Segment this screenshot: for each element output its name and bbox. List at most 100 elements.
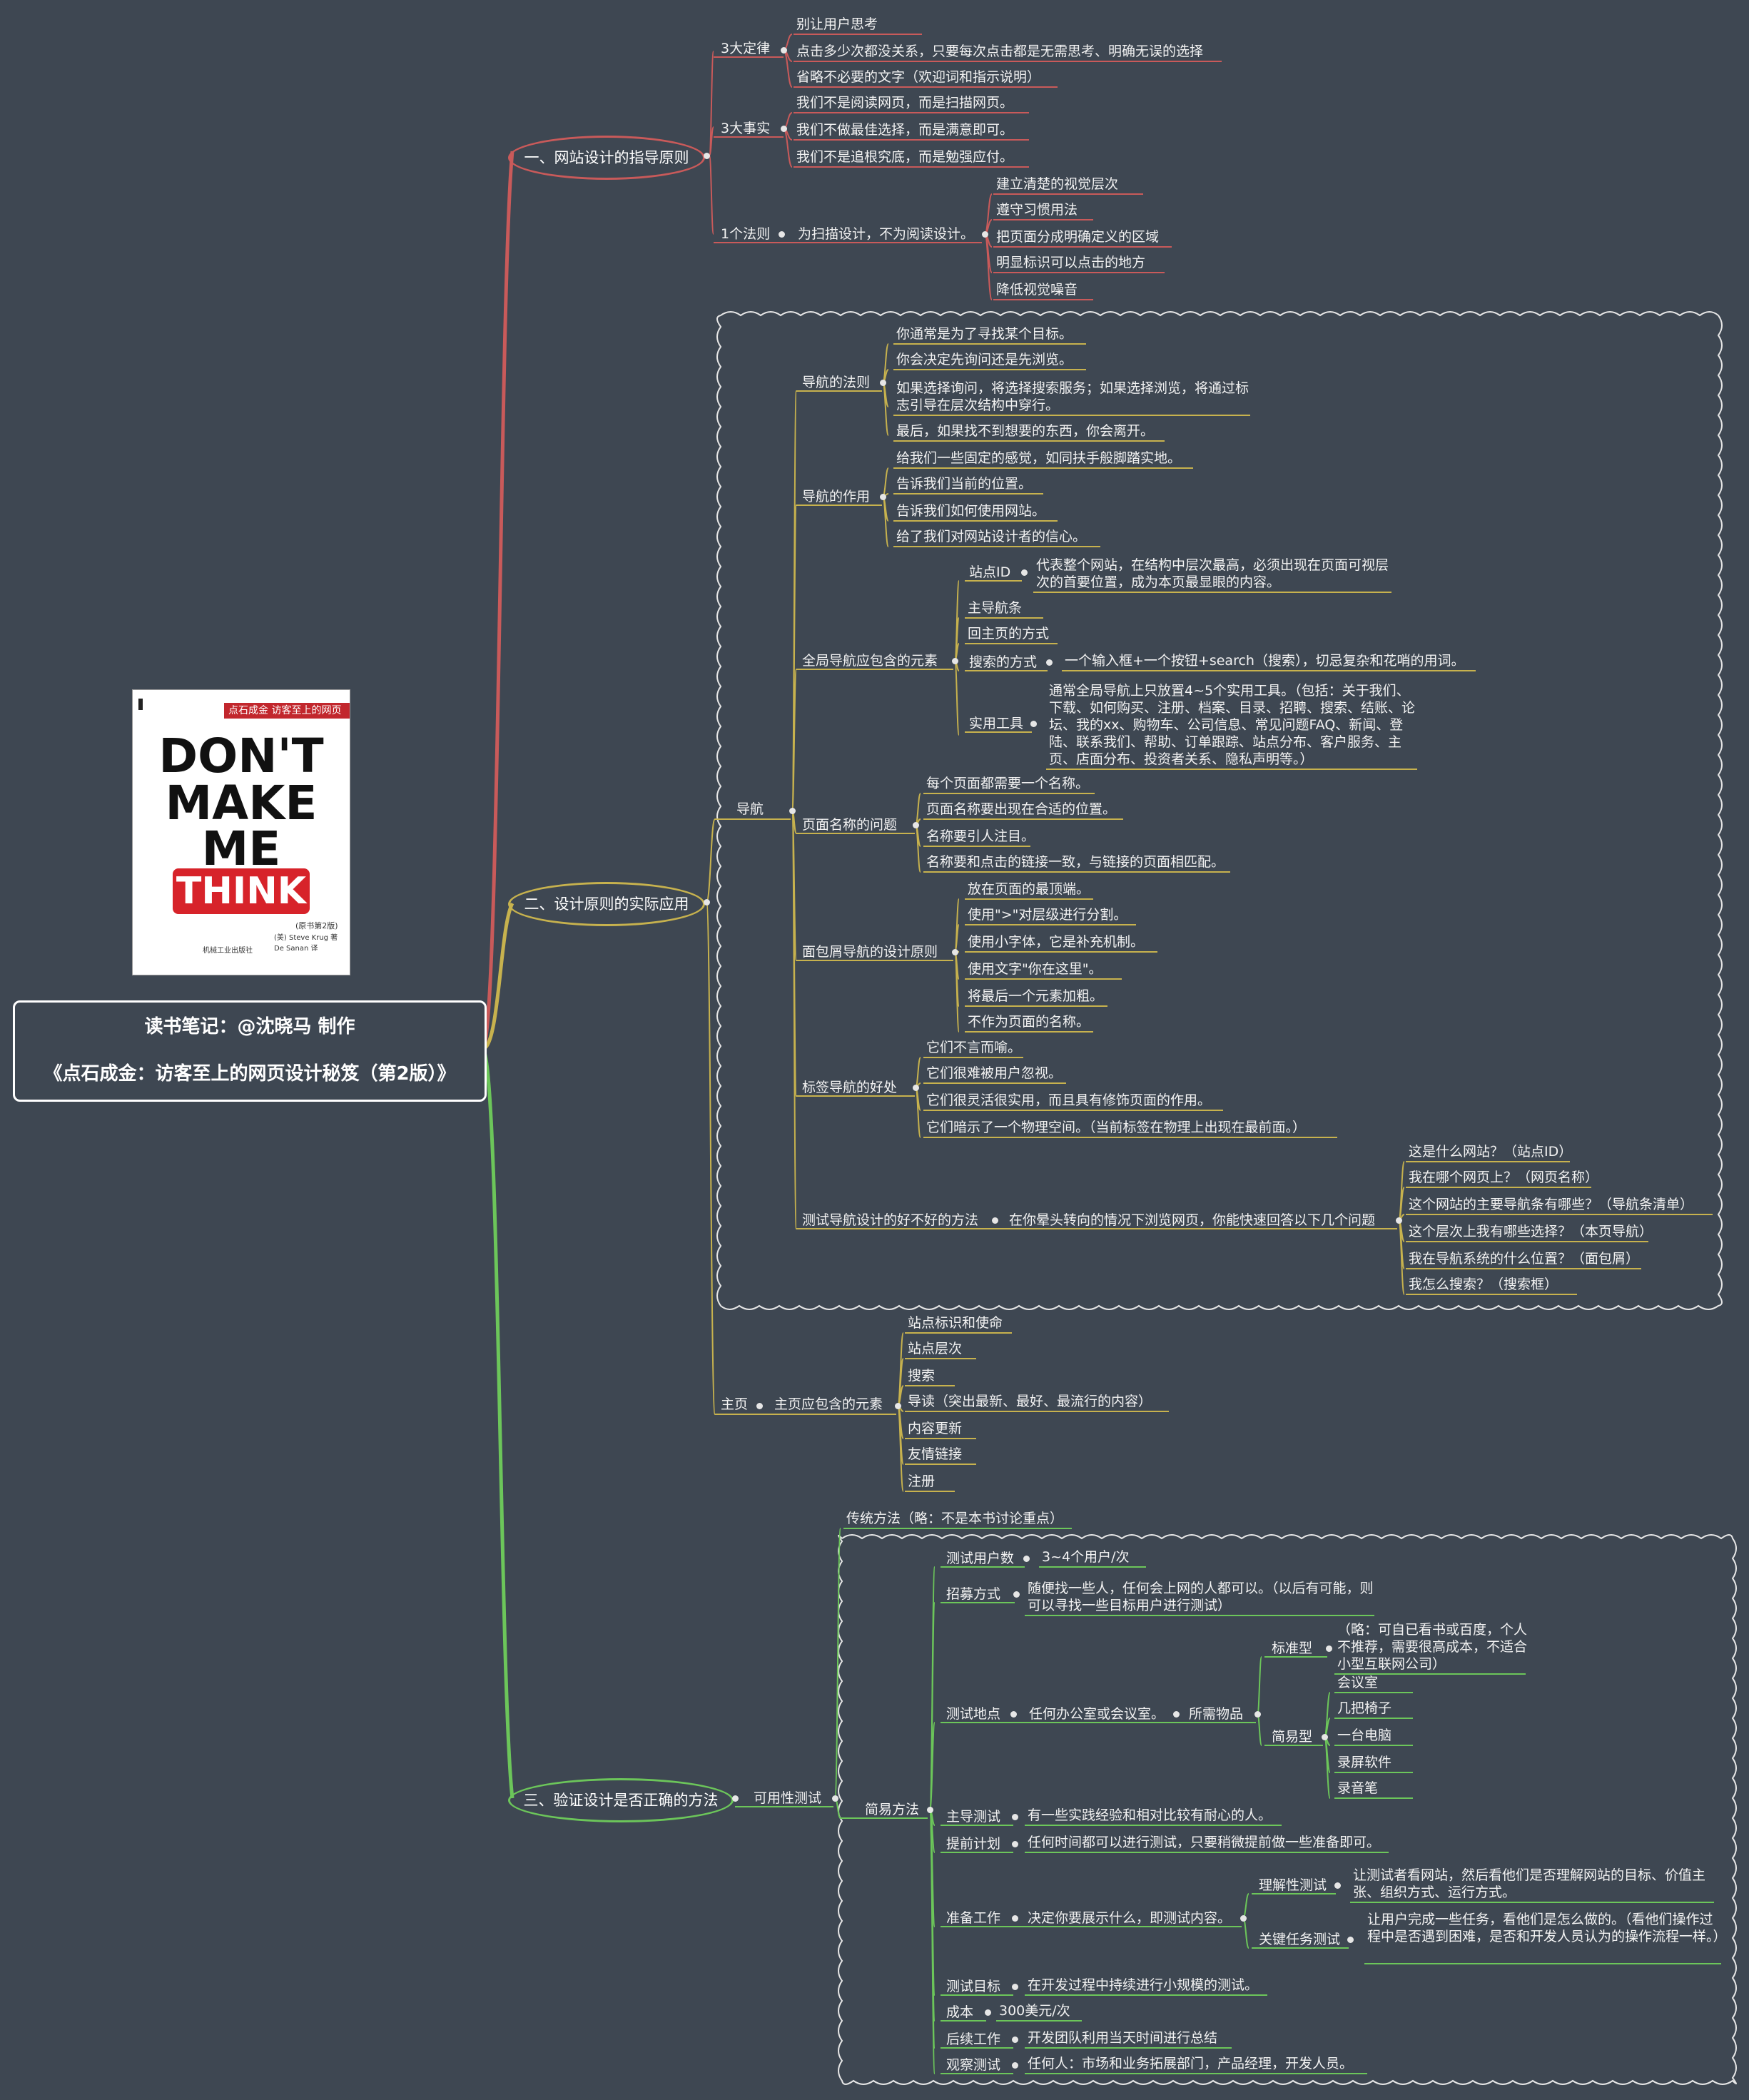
test-nav-main[interactable]: 在你晕头转向的情况下浏览网页，你能快速回答以下几个问题 [1009, 1212, 1376, 1228]
users-label[interactable]: 测试用户数 [946, 1551, 1015, 1566]
node-handle[interactable] [1012, 1915, 1018, 1922]
home-item[interactable]: 站点层次 [908, 1341, 963, 1356]
nav-role-item[interactable]: 告诉我们如何使用网站。 [896, 503, 1046, 519]
node-handle[interactable] [1396, 1217, 1402, 1224]
node-handle[interactable] [880, 380, 886, 386]
page-name-item[interactable]: 每个页面都需要一个名称。 [926, 776, 1090, 791]
standard-val[interactable]: （略：可自已看书或百度，个人不推荐，需要很高成本，不适合小型互联网公司） [1337, 1622, 1528, 1672]
node-handle[interactable] [1012, 1984, 1018, 1990]
breadcrumb-label[interactable]: 面包屑导航的设计原则 [802, 944, 938, 960]
node-handle[interactable] [1023, 1556, 1030, 1562]
breadcrumb-item[interactable]: 不作为页面的名称。 [968, 1014, 1090, 1030]
nav-role-item[interactable]: 给我们一些固定的感觉，如同扶手般脚踏实地。 [896, 450, 1182, 466]
rule1-item[interactable]: 建立清楚的视觉层次 [996, 176, 1119, 192]
node-handle[interactable] [952, 949, 958, 955]
node-handle[interactable] [1012, 2062, 1018, 2069]
branch-practical-application[interactable]: 二、设计原则的实际应用 [508, 882, 705, 926]
site-id-label[interactable]: 站点ID [969, 564, 1011, 580]
tabs-item[interactable]: 它们很难被用户忽视。 [926, 1065, 1063, 1081]
law3-label[interactable]: 3大定律 [721, 41, 771, 56]
node-handle[interactable] [880, 494, 886, 500]
law3-item[interactable]: 别让用户思考 [796, 16, 878, 32]
nav-law-item[interactable]: 如果选择询问，将选择搜索服务；如果选择浏览，将通过标志引导在层次结构中穿行。 [896, 380, 1249, 413]
breadcrumb-item[interactable]: 使用">"对层级进行分割。 [968, 907, 1127, 923]
goal-val[interactable]: 在开发过程中持续进行小规模的测试。 [1028, 1977, 1259, 1993]
home-item[interactable]: 内容更新 [908, 1421, 963, 1436]
nav-label[interactable]: 导航 [736, 801, 764, 817]
traditional-method[interactable]: 传统方法（略：不是本书讨论重点） [846, 1511, 1064, 1526]
node-handle[interactable] [1326, 1645, 1332, 1652]
simple-type-label[interactable]: 简易型 [1272, 1729, 1313, 1745]
node-handle[interactable] [1013, 1591, 1020, 1598]
recruit-val[interactable]: 随便找一些人，任何会上网的人都可以。（以后有可能，则可以寻找一些目标用户进行测试… [1028, 1581, 1374, 1613]
nav-role-label[interactable]: 导航的作用 [802, 489, 871, 504]
node-handle[interactable] [982, 231, 988, 238]
node-handle[interactable] [779, 231, 785, 238]
simple-type-item[interactable]: 一台电脑 [1337, 1728, 1392, 1743]
main-nav-item[interactable]: 主导航条 [968, 600, 1023, 616]
breadcrumb-item[interactable]: 使用文字"你在这里"。 [968, 961, 1102, 977]
rule1-label[interactable]: 1个法则 [721, 226, 771, 242]
branch-verification-methods[interactable]: 三、验证设计是否正确的方法 [508, 1778, 734, 1822]
simple-type-item[interactable]: 录音笔 [1337, 1780, 1379, 1796]
node-handle[interactable] [781, 126, 787, 132]
home-way-item[interactable]: 回主页的方式 [968, 626, 1050, 641]
simple-type-item[interactable]: 几把椅子 [1337, 1700, 1392, 1716]
prep-label[interactable]: 准备工作 [946, 1910, 1001, 1926]
prep-val[interactable]: 决定你要展示什么，即测试内容。 [1028, 1910, 1232, 1926]
node-handle[interactable] [1010, 1711, 1017, 1718]
simple-type-item[interactable]: 录屏软件 [1337, 1755, 1392, 1770]
home-label[interactable]: 主页 [721, 1396, 749, 1412]
search-desc[interactable]: 一个输入框+一个按钮+search（搜索），切忌复杂和花哨的用词。 [1065, 653, 1465, 669]
node-handle[interactable] [992, 1217, 998, 1224]
node-handle[interactable] [913, 1085, 919, 1091]
node-handle[interactable] [789, 808, 796, 814]
test-nav-item[interactable]: 我怎么搜索？（搜索框） [1409, 1277, 1558, 1292]
nav-law-item[interactable]: 你通常是为了寻找某个目标。 [896, 326, 1073, 342]
node-handle[interactable] [952, 658, 958, 664]
follow-label[interactable]: 后续工作 [946, 2031, 1001, 2047]
global-nav-label[interactable]: 全局导航应包含的元素 [802, 653, 938, 669]
usability-label[interactable]: 可用性测试 [754, 1790, 822, 1806]
fact3-item[interactable]: 我们不是阅读网页，而是扫描网页。 [796, 95, 1014, 111]
home-item[interactable]: 注册 [908, 1473, 936, 1489]
task-val[interactable]: 让用户完成一些任务，看他们是怎么做的。（看他们操作过程中是否遇到困难，是否和开发… [1367, 1912, 1727, 1944]
search-way-label[interactable]: 搜索的方式 [969, 654, 1038, 670]
page-name-label[interactable]: 页面名称的问题 [802, 817, 898, 833]
observe-val[interactable]: 任何人：市场和业务拓展部门，产品经理，开发人员。 [1028, 2056, 1354, 2071]
breadcrumb-item[interactable]: 放在页面的最顶端。 [968, 881, 1090, 897]
home-item[interactable]: 友情链接 [908, 1446, 963, 1462]
rule1-main[interactable]: 为扫描设计，不为阅读设计。 [798, 226, 975, 242]
home-item[interactable]: 导读（突出最新、最好、最流行的内容） [908, 1394, 1152, 1409]
node-handle[interactable] [1334, 1882, 1341, 1889]
page-name-item[interactable]: 名称要和点击的链接一致，与链接的页面相匹配。 [926, 854, 1225, 870]
node-handle[interactable] [1240, 1915, 1247, 1922]
node-handle[interactable] [927, 1807, 933, 1813]
test-nav-label[interactable]: 测试导航设计的好不好的方法 [802, 1212, 979, 1228]
node-handle[interactable] [781, 47, 787, 54]
goal-label[interactable]: 测试目标 [946, 1979, 1001, 1994]
test-nav-item[interactable]: 这个网站的主要导航条有哪些？（导航条清单） [1409, 1197, 1694, 1212]
law3-item[interactable]: 点击多少次都没关系，只要每次点击都是无需思考、明确无误的选择 [796, 44, 1204, 59]
task-label[interactable]: 关键任务测试 [1259, 1932, 1341, 1947]
simple-type-item[interactable]: 会议室 [1337, 1675, 1379, 1690]
nav-role-item[interactable]: 给了我们对网站设计者的信心。 [896, 529, 1087, 544]
tabs-item[interactable]: 它们不言而喻。 [926, 1040, 1022, 1055]
breadcrumb-item[interactable]: 将最后一个元素加粗。 [968, 988, 1104, 1004]
items-needed-label[interactable]: 所需物品 [1189, 1706, 1244, 1722]
node-handle[interactable] [1021, 569, 1028, 576]
rule1-item[interactable]: 降低视觉噪音 [996, 282, 1078, 298]
rule1-item[interactable]: 把页面分成明确定义的区域 [996, 229, 1160, 245]
node-handle[interactable] [1173, 1711, 1180, 1718]
observe-label[interactable]: 观察测试 [946, 2057, 1001, 2073]
simple-method-label[interactable]: 简易方法 [865, 1802, 920, 1817]
branch-guiding-principles[interactable]: 一、网站设计的指导原则 [508, 136, 705, 180]
node-handle[interactable] [1347, 1937, 1354, 1943]
rule1-item[interactable]: 明显标识可以点击的地方 [996, 255, 1146, 270]
understand-label[interactable]: 理解性测试 [1259, 1877, 1327, 1893]
nav-law-item[interactable]: 最后，如果找不到想要的东西，你会离开。 [896, 423, 1155, 439]
node-handle[interactable] [1322, 1734, 1328, 1740]
fact3-item[interactable]: 我们不做最佳选择，而是满意即可。 [796, 122, 1014, 138]
users-val[interactable]: 3~4个用户/次 [1042, 1549, 1130, 1565]
node-handle[interactable] [1012, 2036, 1018, 2043]
